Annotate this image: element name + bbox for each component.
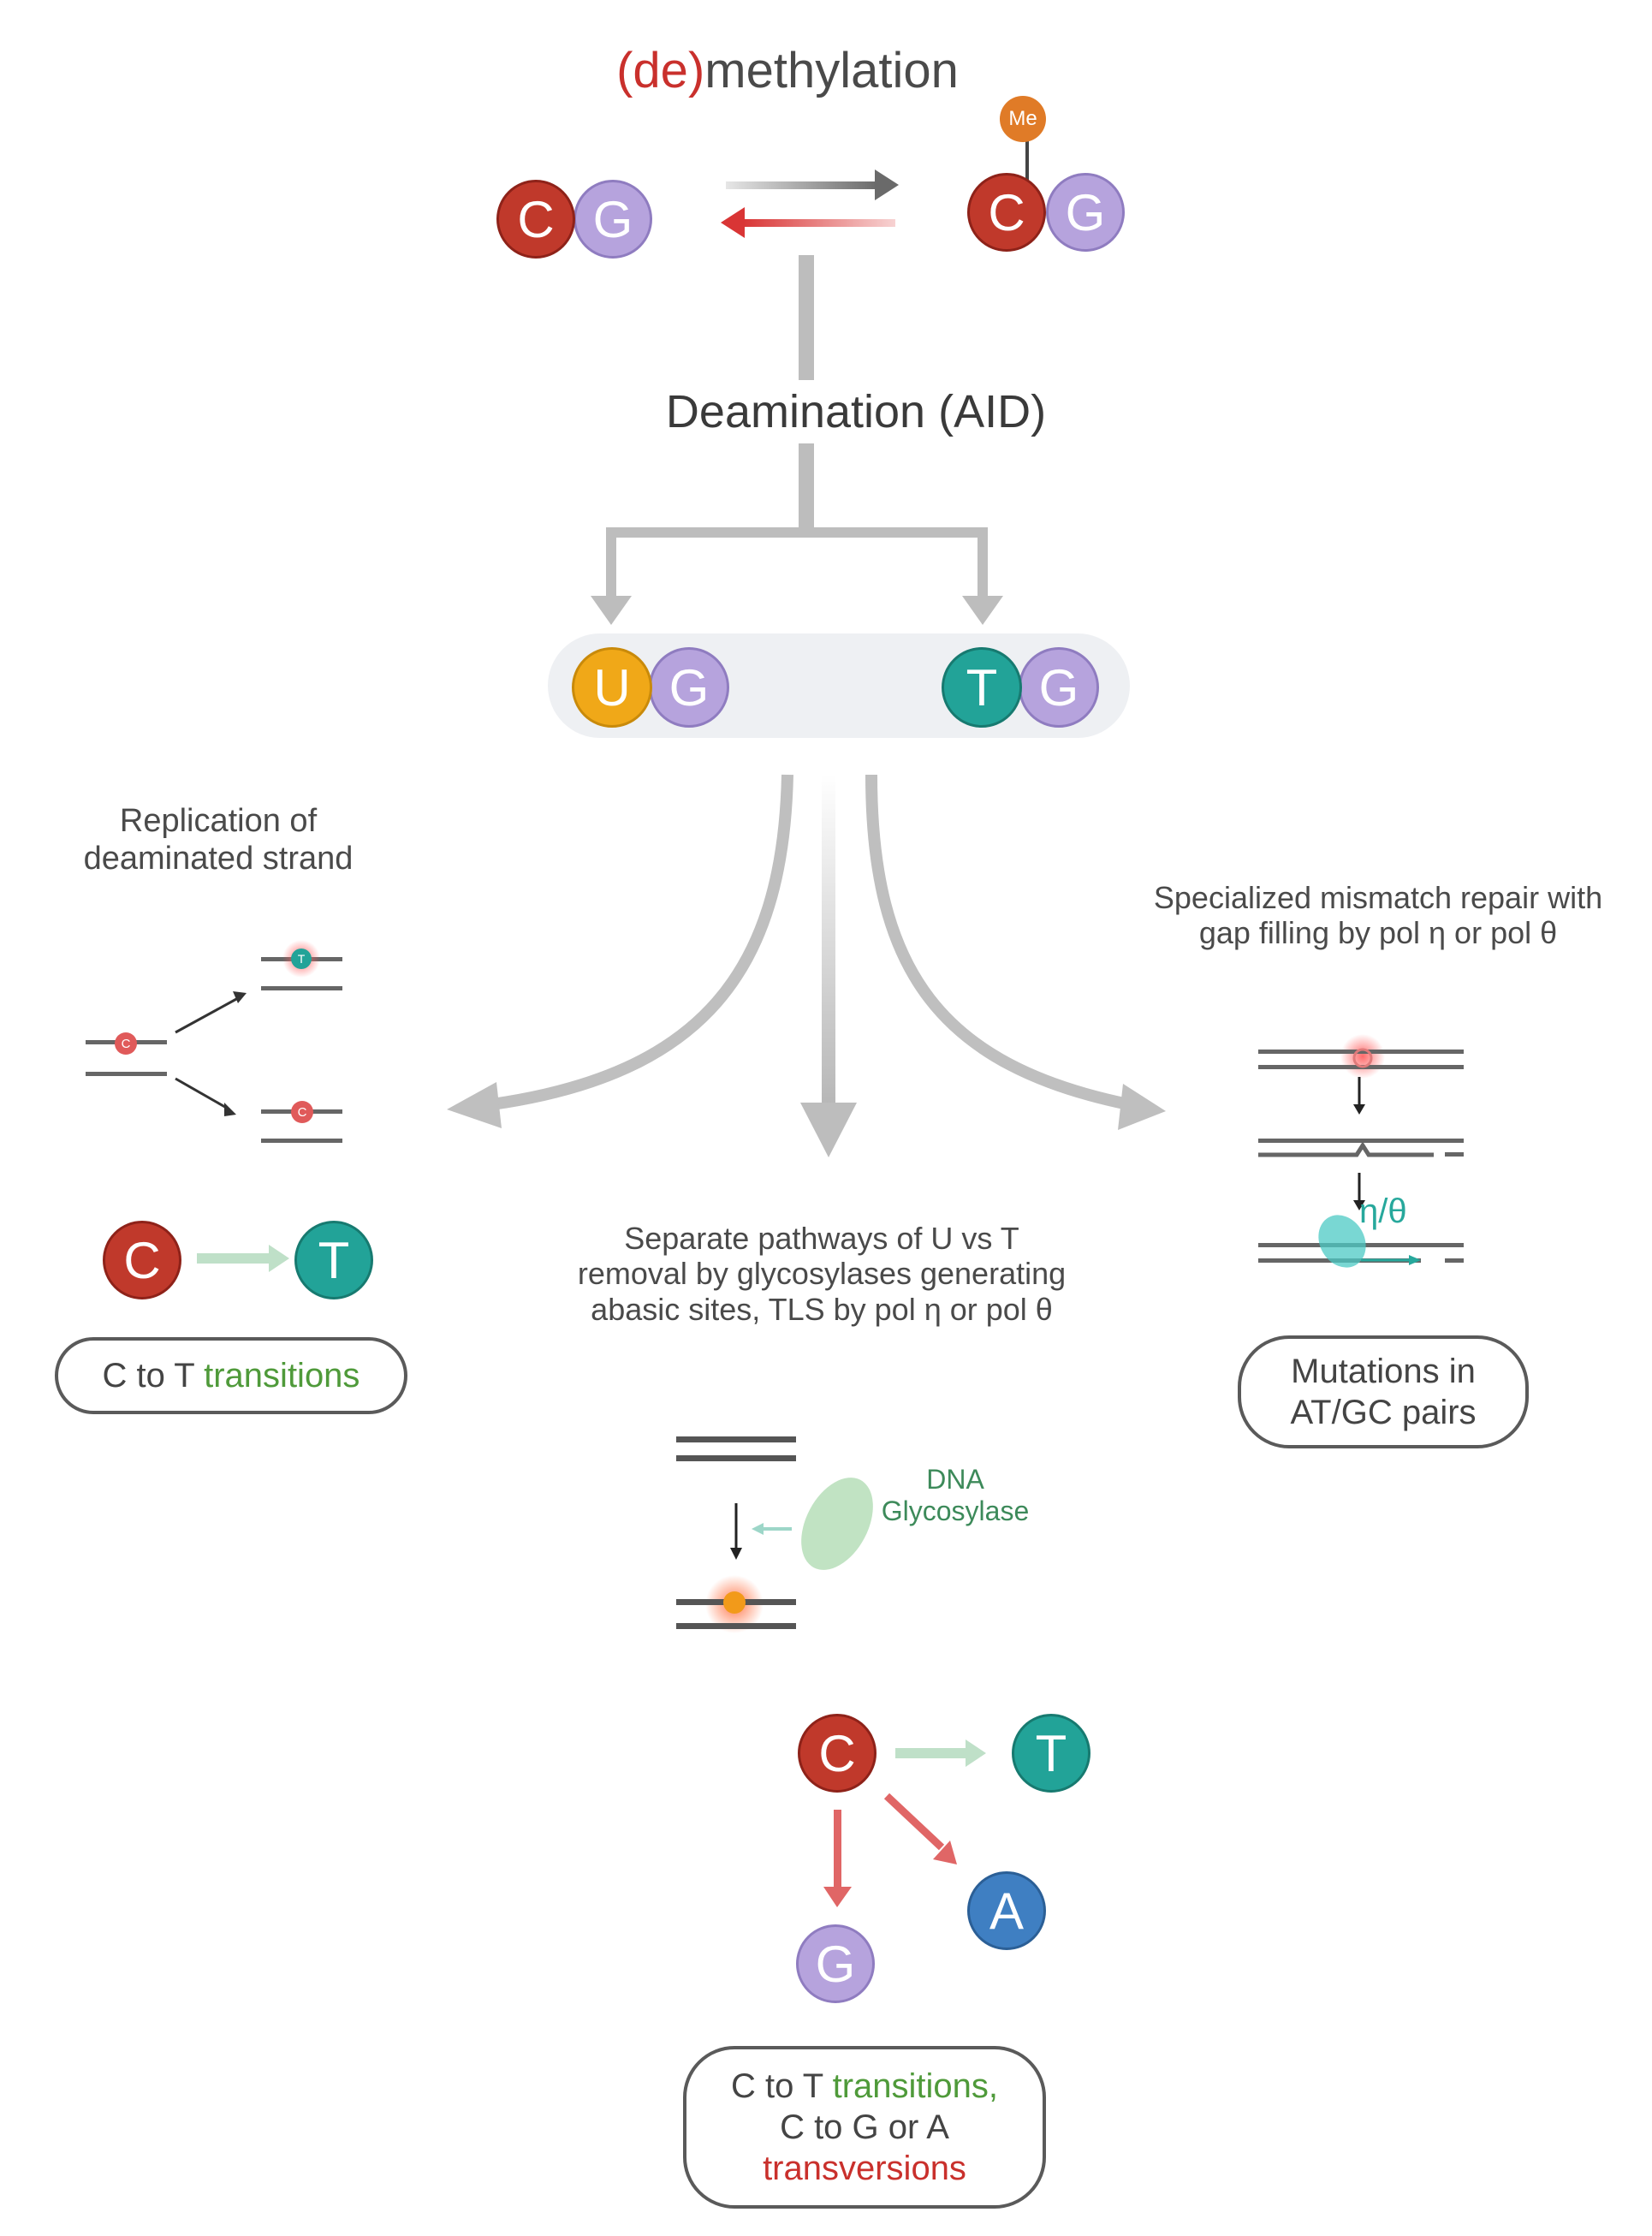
middle-outcome-highlight: transitions, [832, 2067, 998, 2105]
middle-caption-line-3: abasic sites, TLS by pol η or pol θ [591, 1291, 1053, 1327]
arrow-to-tg [962, 596, 1003, 625]
arrow-left-pathway [447, 774, 793, 1128]
bottom-transition-arrow [895, 1739, 986, 1767]
right-caption-line-2: gap filling by pol η or pol θ [1198, 915, 1558, 951]
mismatch-repair-sketch [1258, 1034, 1464, 1268]
strand-mark-c: C [115, 1032, 137, 1055]
polymerase-blob [1318, 1215, 1366, 1268]
polymerase-label: η/θ [1359, 1192, 1407, 1230]
right-caption: Specialized mismatch repair with gap fil… [1113, 880, 1643, 951]
forward-arrow [726, 169, 899, 200]
right-caption-line-1: Specialized mismatch repair with [1153, 880, 1603, 915]
enzyme-label: DNA Glycosylase [861, 1464, 1049, 1527]
title-suffix: methylation [704, 43, 959, 98]
glycosylase-blob [801, 1478, 873, 1570]
arrow-to-ug [591, 596, 632, 625]
middle-caption: Separate pathways of U vs T removal by g… [522, 1221, 1121, 1327]
middle-source-c: C [798, 1714, 877, 1793]
strand-mark-c-copy: C [291, 1101, 313, 1123]
middle-caption-line-2: removal by glycosylases generating [577, 1256, 1067, 1292]
right-outcome-line-2: AT/GC pairs [1290, 1394, 1477, 1431]
middle-outcome-prefix: C to T [731, 2067, 833, 2105]
transversion-arrow-to-a [883, 1793, 957, 1864]
methyl-group: Me [1000, 96, 1046, 142]
deamination-label: Deamination (AID) [625, 380, 1087, 444]
left-outcome: C to T transitions [55, 1337, 407, 1414]
arrow-middle-pathway [800, 775, 857, 1157]
middle-outcome-line-3: transversions [763, 2150, 966, 2187]
transversion-arrow-to-g [823, 1810, 852, 1907]
right-outcome-line-1: Mutations in [1291, 1353, 1476, 1390]
arrow-right-pathway [865, 774, 1166, 1130]
middle-outcome-line-1: C to T transitions, [731, 2066, 998, 2107]
base-g-left: G [573, 180, 652, 259]
middle-outcome: C to T transitions, C to G or A transver… [683, 2046, 1046, 2209]
strand-mark-t: T [291, 949, 312, 969]
reverse-arrow [721, 207, 895, 238]
middle-caption-line-1: Separate pathways of U vs T [624, 1221, 1019, 1256]
left-transition-arrow [197, 1245, 289, 1272]
base-g-ug: G [649, 647, 729, 728]
glycosylase-sketch [676, 1436, 873, 1633]
title-prefix: (de) [616, 43, 705, 98]
methylation-title: (de)methylation [565, 43, 1010, 100]
base-g-right: G [1046, 173, 1125, 252]
middle-target-g: G [796, 1924, 875, 2003]
enzyme-label-line-1: DNA [926, 1464, 984, 1495]
left-outcome-highlight: transitions [204, 1357, 360, 1395]
left-caption-line-2: deaminated strand [83, 840, 354, 877]
base-c-right: C [967, 173, 1046, 252]
middle-target-t: T [1012, 1714, 1090, 1793]
right-outcome: Mutations in AT/GC pairs [1238, 1335, 1529, 1448]
deamination-split [606, 527, 988, 604]
left-to-t: T [294, 1221, 373, 1299]
abasic-site-marker [723, 1591, 746, 1614]
left-caption: Replication of deaminated strand [51, 803, 385, 877]
base-u: U [572, 647, 652, 728]
left-outcome-text: C to T transitions [103, 1355, 360, 1396]
base-g-tg: G [1019, 647, 1099, 728]
base-t: T [942, 647, 1022, 728]
middle-target-a: A [967, 1871, 1046, 1950]
left-from-c: C [103, 1221, 181, 1299]
base-c-left: C [496, 180, 575, 259]
middle-outcome-line-2: C to G or A [780, 2108, 949, 2146]
left-caption-line-1: Replication of [119, 803, 318, 839]
methyl-bond [1025, 127, 1029, 187]
enzyme-label-line-2: Glycosylase [881, 1495, 1030, 1526]
left-outcome-prefix: C to T [102, 1357, 205, 1395]
